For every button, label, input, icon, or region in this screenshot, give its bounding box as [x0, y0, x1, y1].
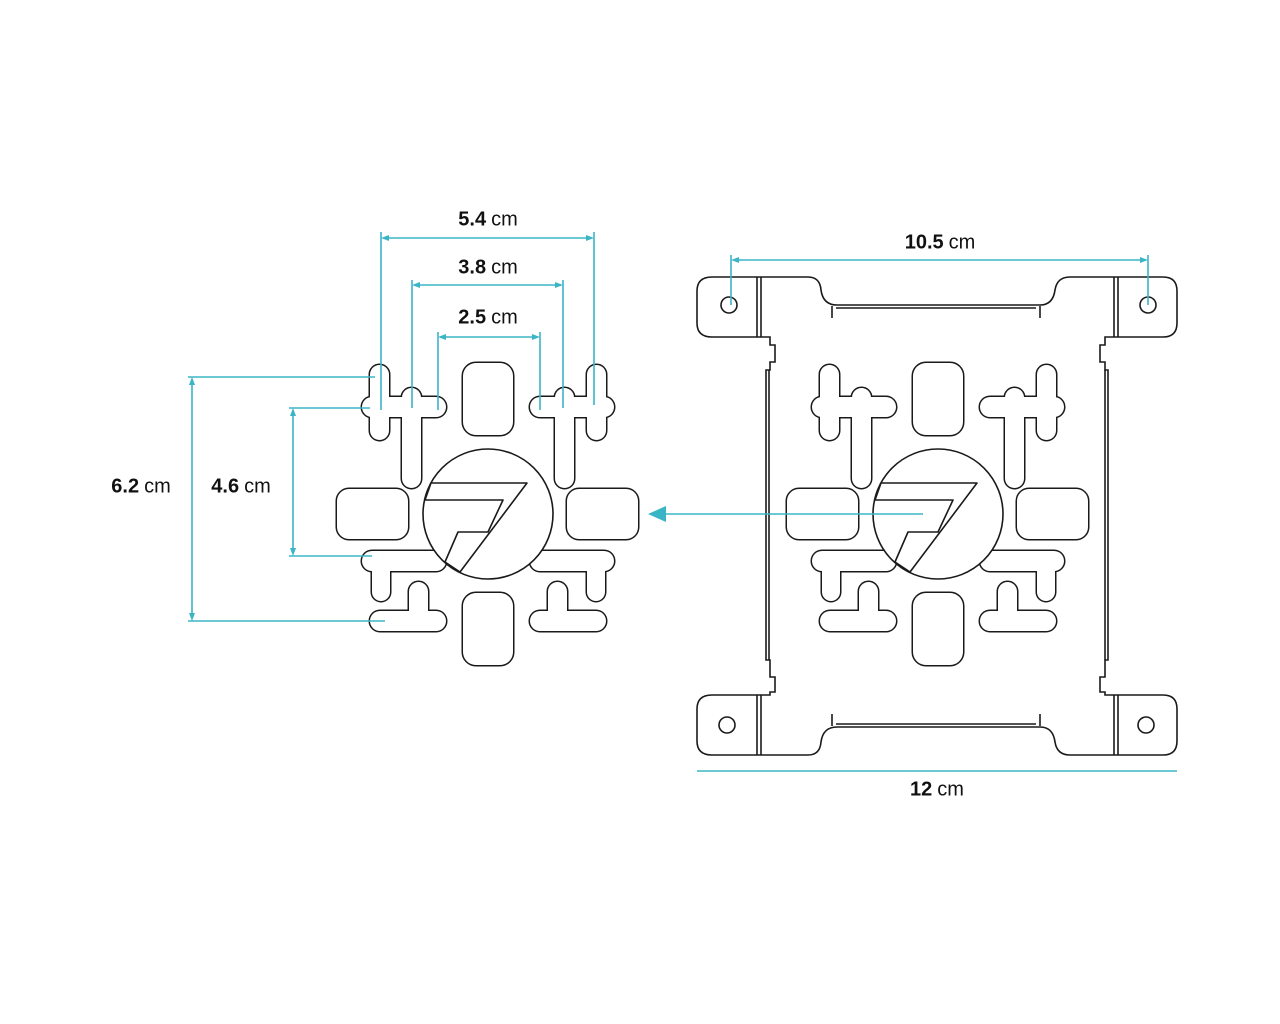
bracket-plate: [696, 276, 1178, 756]
mount-hole: [718, 716, 736, 734]
mount-hole: [720, 296, 738, 314]
mount-pattern-left: [337, 363, 638, 665]
dimension-lines: [188, 232, 1177, 772]
arrow-icon: [648, 506, 666, 522]
mount-hole: [1137, 716, 1155, 734]
